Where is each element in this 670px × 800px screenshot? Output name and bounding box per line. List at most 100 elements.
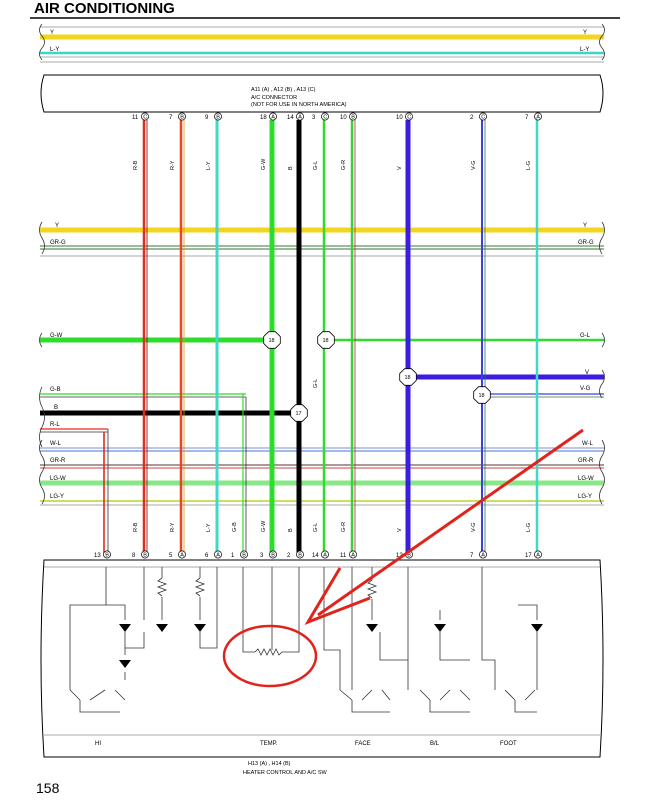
bus-label-y2-right: Y	[583, 223, 587, 229]
bottom-pin-number: 7	[470, 553, 474, 559]
bottom-pin-connector: A	[216, 553, 220, 559]
connector-name: A/C CONNECTOR	[251, 95, 297, 101]
wire-label-top: G-W	[261, 158, 267, 170]
bottom-pin-connector: B	[298, 553, 302, 559]
bus-label-lgw-left: LG-W	[50, 476, 66, 482]
top-pin-number: 9	[205, 115, 209, 121]
diode-icon	[119, 660, 131, 668]
bottom-pin-connector: B	[242, 553, 246, 559]
top-pin: 18 A	[260, 112, 277, 121]
top-bus: Y L-Y Y L-Y	[39, 23, 605, 63]
top-pin-connector: A	[536, 115, 540, 121]
top-pin-number: 7	[169, 115, 173, 121]
wire-label-bottom: G-B	[232, 522, 238, 532]
bus-label-ly-left: L-Y	[50, 47, 59, 53]
top-pin-connector: A	[271, 115, 275, 121]
bottom-pin-connector: B	[271, 553, 275, 559]
bottom-pin-number: 11	[340, 553, 347, 559]
wire-label-top: L-G	[526, 161, 532, 170]
bus-label-grg-left: GR-G	[50, 240, 66, 246]
wire-label-bottom: B	[288, 528, 294, 532]
bus-label-grg-right: GR-G	[578, 240, 594, 246]
annotation-arrow-shaft	[317, 428, 584, 617]
led-icon-2	[156, 624, 168, 632]
top-pin-number: 11	[132, 115, 139, 121]
splice-number: 18	[479, 393, 485, 399]
wire-label-top: V	[397, 166, 403, 170]
bottom-pin-number: 12	[396, 553, 403, 559]
switch-label-foot: FOOT	[500, 741, 517, 747]
top-pin-connector: C	[481, 115, 485, 121]
wire-label-bottom: G-L	[313, 523, 319, 532]
heater-control-box: HI TEMP. FACE B/L FOOT	[40, 559, 604, 758]
bus-label-lgy-right: LG-Y	[578, 494, 592, 500]
wire-label-bottom: L-Y	[206, 523, 212, 532]
splice-point: 18	[473, 386, 491, 404]
wire-label-top: R-B	[133, 160, 139, 170]
annotation-circle	[222, 624, 318, 688]
splice-number: 18	[269, 338, 275, 344]
connector-note: (NOT FOR USE IN NORTH AMERICA)	[251, 102, 347, 108]
switch-label-temp: TEMP.	[260, 741, 278, 747]
led-icon-5	[434, 624, 446, 632]
bus-label-wl-right: W-L	[582, 441, 594, 447]
top-pin-connector: C	[407, 115, 411, 121]
wire-label-top: G-L	[313, 161, 319, 170]
wire-label-top: G-R	[341, 160, 347, 170]
wire-label-top: V-G	[471, 161, 477, 170]
connector-ids: A11 (A) , A12 (B) , A13 (C)	[251, 87, 316, 93]
red-annotation	[222, 428, 584, 688]
bottom-pin-number: 17	[525, 553, 532, 559]
bus-label-vg: V-G	[580, 386, 591, 392]
bottom-pin-connector: A	[180, 553, 184, 559]
splice-point: 18	[399, 368, 417, 386]
top-pin-number: 3	[312, 115, 316, 121]
led-indicators	[119, 624, 543, 668]
top-pin-number: 18	[260, 115, 267, 121]
top-pin: 11 C	[132, 112, 149, 121]
wire-label-top: B	[288, 166, 294, 170]
heater-ids: H13 (A) , H14 (B)	[248, 761, 291, 767]
bus-label-y-right: Y	[583, 30, 587, 36]
bus-label-y2-left: Y	[55, 223, 59, 229]
wire-label-bottom: L-G	[526, 523, 532, 532]
top-pin-number: 7	[525, 115, 529, 121]
bus-label-lgy-left: LG-Y	[50, 494, 64, 500]
top-pin-number: 10	[340, 115, 347, 121]
bottom-pin-connector: B	[105, 553, 109, 559]
bus-label-wl-left: W-L	[50, 441, 62, 447]
bottom-pin-number: 14	[312, 553, 319, 559]
bus-label-gl: G-L	[580, 333, 591, 339]
bus-label-ly-right: L-Y	[580, 47, 589, 53]
top-pin-connector: C	[143, 115, 147, 121]
switch-label-bl: B/L	[430, 741, 440, 747]
top-pin-connector: C	[323, 115, 327, 121]
switch-label-face: FACE	[355, 741, 371, 747]
top-pin-number: 2	[470, 115, 474, 121]
bottom-pin-connector: A	[481, 553, 485, 559]
heater-name: HEATER CONTROL AND A/C SW	[243, 770, 328, 776]
wire-label-bottom: G-R	[341, 522, 347, 532]
splice-number: 18	[405, 375, 411, 381]
bottom-pin-number: 3	[260, 553, 264, 559]
bottom-pin-connector: B	[143, 553, 147, 559]
page-number: 158	[36, 780, 60, 796]
